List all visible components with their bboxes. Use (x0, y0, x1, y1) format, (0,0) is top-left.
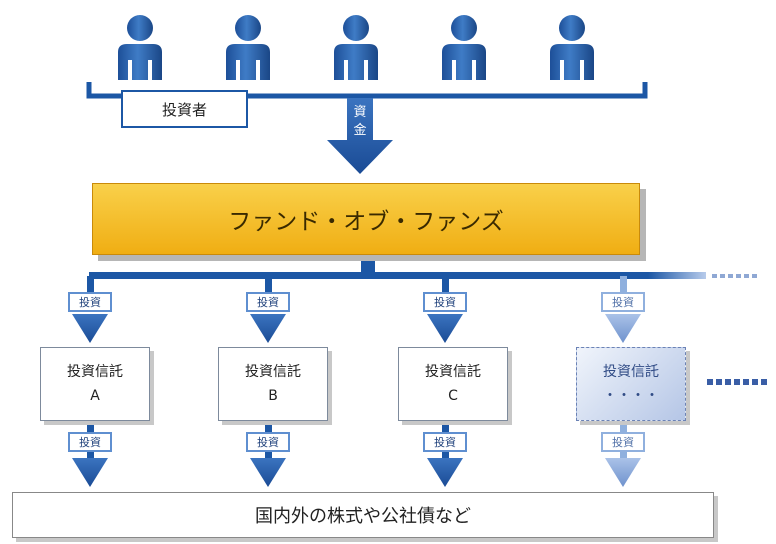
invest-tag: 投資 (423, 432, 467, 452)
funds-arrow-char: 資 (353, 105, 367, 120)
funds-down-arrow (327, 98, 393, 174)
investment-trust-c: 投資信託 C (398, 347, 508, 421)
fund-of-funds-label: ファンド・オブ・ファンズ (228, 209, 504, 235)
invest-tag: 投資 (68, 292, 112, 312)
investor-person-icon (226, 15, 270, 80)
trust-title: 投資信託 (425, 364, 481, 380)
invest-tag: 投資 (423, 292, 467, 312)
investor-figures (118, 15, 594, 80)
funds-arrow-label: 資 金 (349, 104, 371, 140)
continuation-dots (707, 379, 767, 385)
investment-trust-a: 投資信託 A (40, 347, 150, 421)
investor-person-icon (550, 15, 594, 80)
investors-label-text: 投資者 (161, 100, 207, 119)
invest-tag: 投資 (68, 432, 112, 452)
funds-arrow-char: 金 (353, 123, 367, 138)
investor-bracket (86, 82, 648, 99)
trust-title: 投資信託 (245, 364, 301, 380)
investor-person-icon (442, 15, 486, 80)
underlying-assets-box: 国内外の株式や公社債など (12, 492, 714, 538)
invest-tag: 投資 (601, 432, 645, 452)
invest-arrows-bottom (72, 422, 641, 487)
invest-tag: 投資 (246, 292, 290, 312)
distribution-lines (87, 256, 757, 312)
investor-person-icon (334, 15, 378, 80)
trust-title: 投資信託 (603, 364, 659, 380)
investment-trust-b: 投資信託 B (218, 347, 328, 421)
investors-label: 投資者 (121, 90, 248, 128)
trust-sub: ・・・・ (603, 388, 659, 404)
trust-title: 投資信託 (67, 364, 123, 380)
invest-tag: 投資 (601, 292, 645, 312)
underlying-assets-label: 国内外の株式や公社債など (255, 506, 471, 527)
investor-person-icon (118, 15, 162, 80)
trust-sub: B (268, 388, 278, 404)
investment-trust-more: 投資信託 ・・・・ (576, 347, 686, 421)
trust-sub: A (90, 388, 100, 404)
invest-tag: 投資 (246, 432, 290, 452)
trust-sub: C (448, 388, 458, 404)
fund-of-funds-box: ファンド・オブ・ファンズ (92, 183, 640, 255)
invest-arrows-top (72, 314, 641, 343)
